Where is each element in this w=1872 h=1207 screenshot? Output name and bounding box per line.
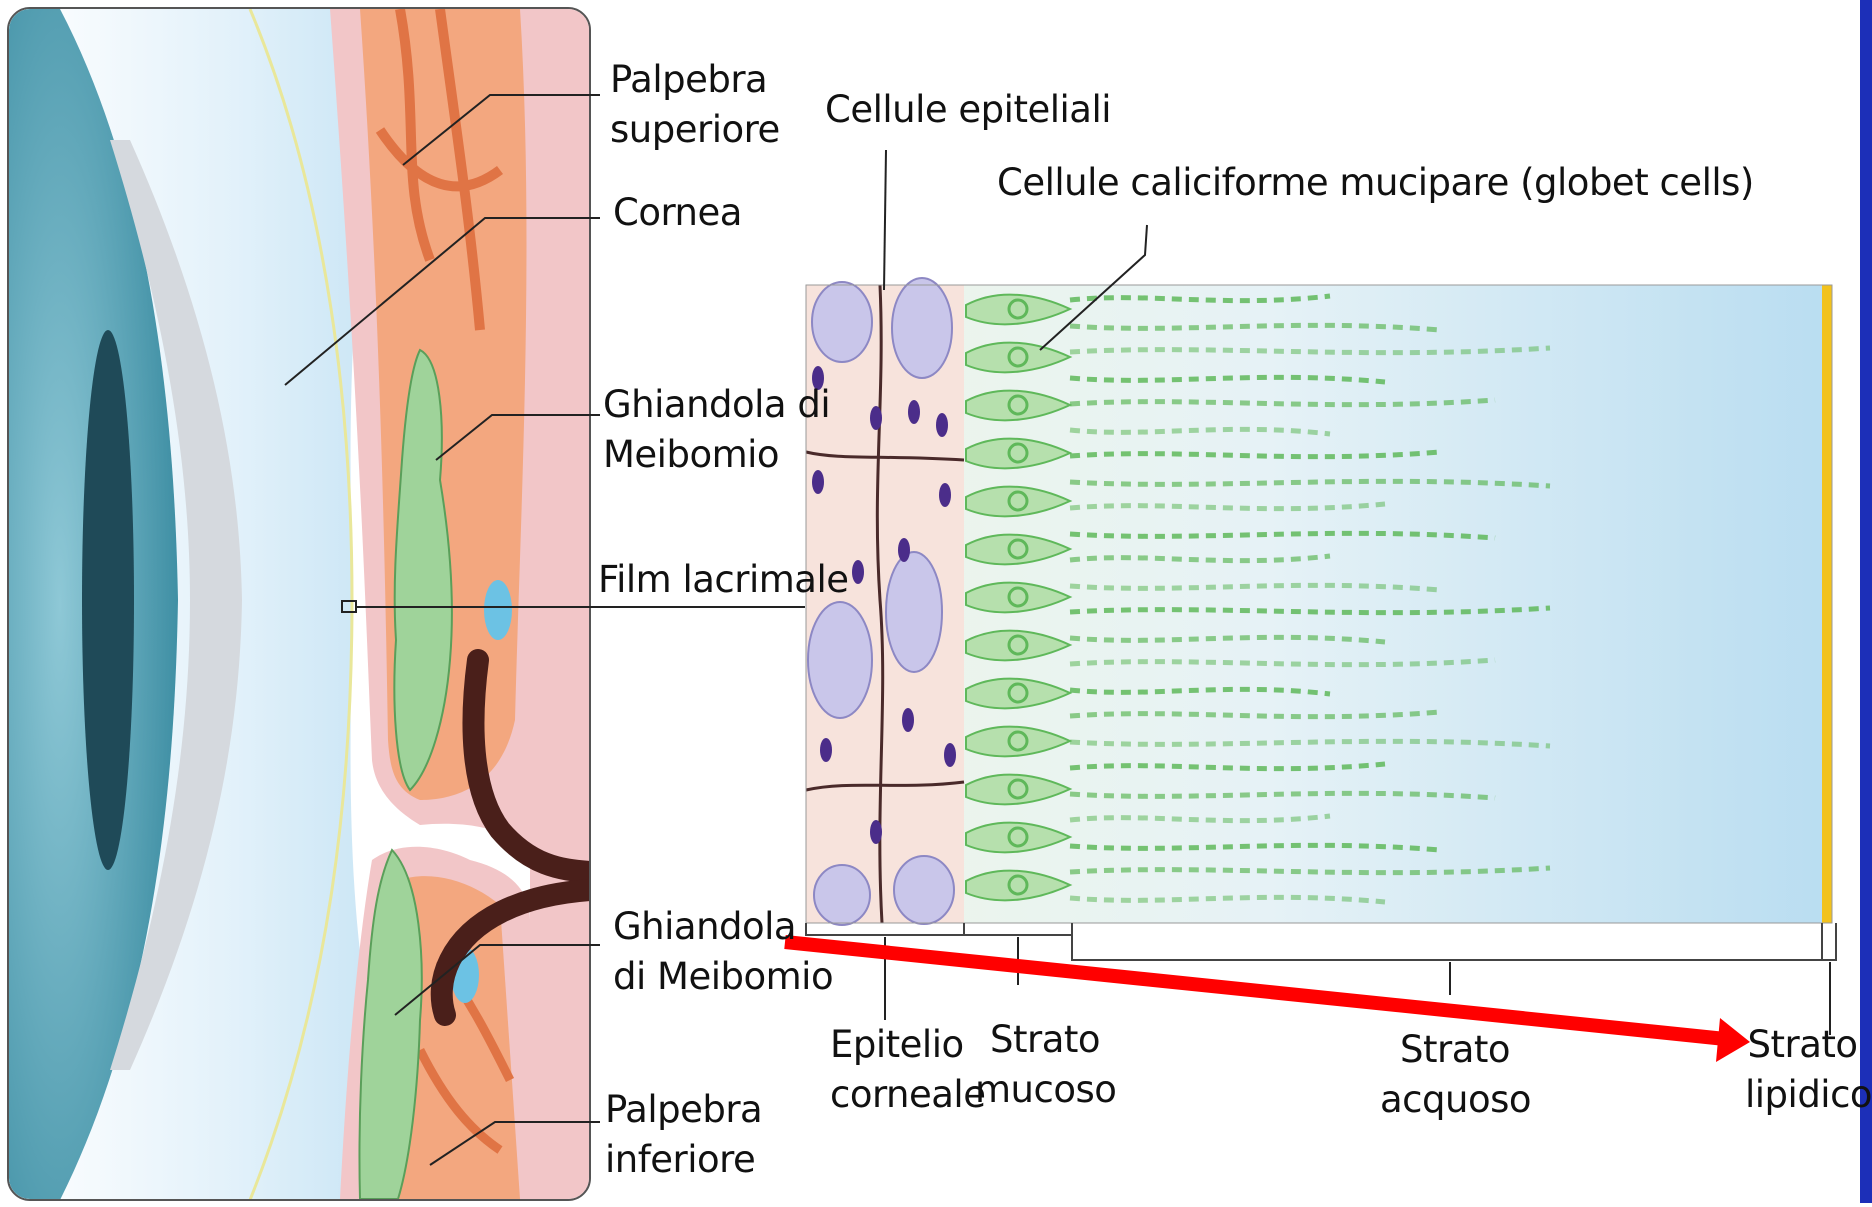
eye-panel [8,8,590,1200]
label-line: Strato [1380,1025,1530,1075]
label-line: Meibomio [603,430,830,480]
label-ghiandola-meibomio-top: Ghiandola di Meibomio [603,380,830,480]
bracket-acquoso [1072,935,1822,960]
label-strato-lipidico: Strato lipidico [1745,1020,1860,1120]
label-line: Palpebra [605,1085,762,1135]
pupil [82,330,134,870]
label-cellule-caliciforme: Cellule caliciforme mucipare (globet cel… [997,158,1754,208]
label-ghiandola-meibomio-bottom: Ghiandola di Meibomio [613,902,833,1002]
leader-cellule-epiteliali [884,150,886,290]
label-line: Strato [1745,1020,1860,1070]
border-strip [1860,0,1872,1203]
label-strato-mucoso: Strato mucoso [975,1015,1115,1115]
label-line: inferiore [605,1135,762,1185]
label-line: mucoso [975,1065,1115,1115]
label-film-lacrimale: Film lacrimale [598,555,849,605]
label-line: acquoso [1380,1075,1530,1125]
label-line: di Meibomio [613,952,833,1002]
label-cellule-epiteliali: Cellule epiteliali [825,85,1111,135]
label-epitelio-corneale: Epitelio corneale [830,1020,950,1120]
label-palpebra-inferiore: Palpebra inferiore [605,1085,762,1185]
label-line: lipidico [1745,1070,1860,1120]
label-line: corneale [830,1070,950,1120]
label-line: Ghiandola di [603,380,830,430]
tear-film-panel [806,278,1836,960]
label-cornea: Cornea [613,188,742,238]
bracket-mucoso [964,923,1072,935]
bracket-lipidico [1822,923,1836,960]
label-line: Ghiandola [613,902,833,952]
label-palpebra-superiore: Palpebra superiore [610,55,780,155]
label-line: Palpebra [610,55,780,105]
gland-of-moll [484,580,512,640]
label-line: superiore [610,105,780,155]
label-line: Epitelio [830,1020,950,1070]
lipid-layer [1822,285,1832,923]
label-strato-acquoso: Strato acquoso [1380,1025,1530,1125]
label-line: Strato [975,1015,1115,1065]
